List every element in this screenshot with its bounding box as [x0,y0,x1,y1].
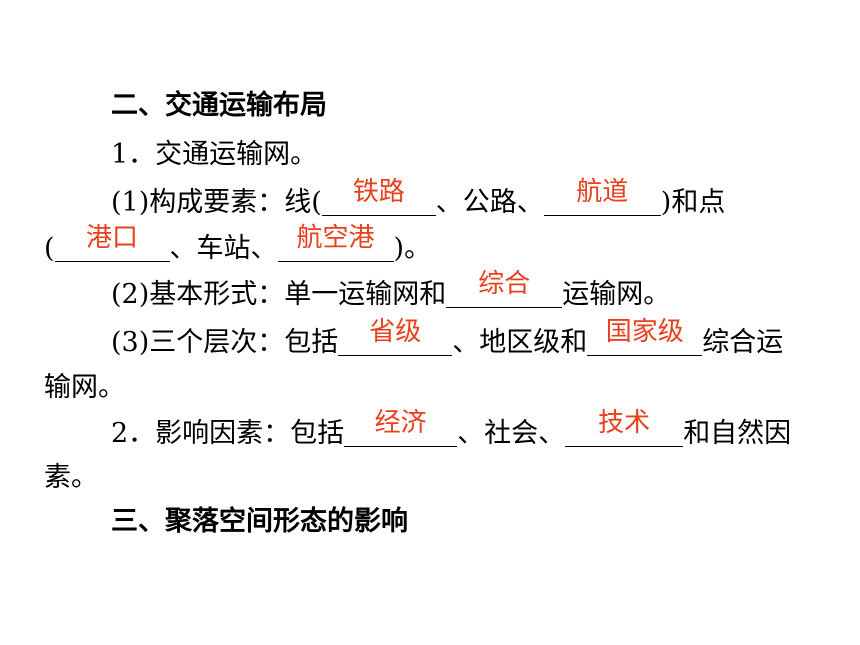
answer-national: 国家级 [605,317,684,347]
item-2-prefix: 2．影响因素：包括 [111,418,345,449]
blank-railway: 铁路 [321,177,436,219]
section-3-heading: 三、聚落空间形态的影响 [111,506,408,537]
item-1-3-mid: 、地区级和 [452,327,588,358]
item-1-1-cont-prefix: ( [44,233,55,264]
item-1-2-prefix: (2)基本形式：单一运输网和 [111,279,447,310]
item-2-mid: 、社会、 [457,418,566,449]
blank-airport: 航空港 [277,223,394,265]
answer-economy: 经济 [374,408,427,438]
item-1-1-suffix: )和点 [660,187,726,218]
item-1-3-continued: 输网。 [44,372,125,403]
item-1-1-mid: 、公路、 [435,187,544,218]
item-2-continued: 素。 [44,462,98,493]
blank-technology: 技术 [565,408,684,450]
answer-provincial: 省级 [369,317,422,347]
blank-economy: 经济 [344,408,458,450]
item-1-title: 1．交通运输网。 [111,139,318,170]
blank-port: 港口 [54,223,170,265]
answer-waterway: 航道 [576,177,629,207]
answer-technology: 技术 [598,408,651,438]
item-2-suffix: 和自然因 [683,418,792,449]
blank-comprehensive: 综合 [446,269,563,311]
item-1-3-line: (3)三个层次：包括省级、地区级和国家级综合运 [111,317,784,359]
item-2-line: 2．影响因素：包括经济、社会、 技术 和自然因 [111,408,792,450]
item-1-1-cont-suffix: )。 [393,233,432,264]
blank-waterway: 航道 [543,177,661,219]
section-2-heading: 二、交通运输布局 [111,90,327,121]
item-1-1-cont-mid: 、车站、 [169,233,278,264]
item-1-1-prefix: (1)构成要素：线( [111,187,322,218]
answer-railway: 铁路 [352,177,405,207]
blank-national: 国家级 [587,317,703,359]
item-1-1-line: (1)构成要素：线( 铁路、公路、 航道 )和点 [111,177,726,219]
answer-port: 港口 [86,223,139,253]
item-1-2-suffix: 运输网。 [562,279,671,310]
item-1-2-line: (2)基本形式：单一运输网和 综合 运输网。 [111,269,671,311]
answer-comprehensive: 综合 [478,269,531,299]
blank-provincial: 省级 [338,317,453,359]
item-1-1-continued: ( 港口、车站、航空港 )。 [44,223,432,265]
answer-airport: 航空港 [296,223,375,253]
item-1-3-prefix: (3)三个层次：包括 [111,327,339,358]
item-1-3-suffix: 综合运 [702,327,784,358]
